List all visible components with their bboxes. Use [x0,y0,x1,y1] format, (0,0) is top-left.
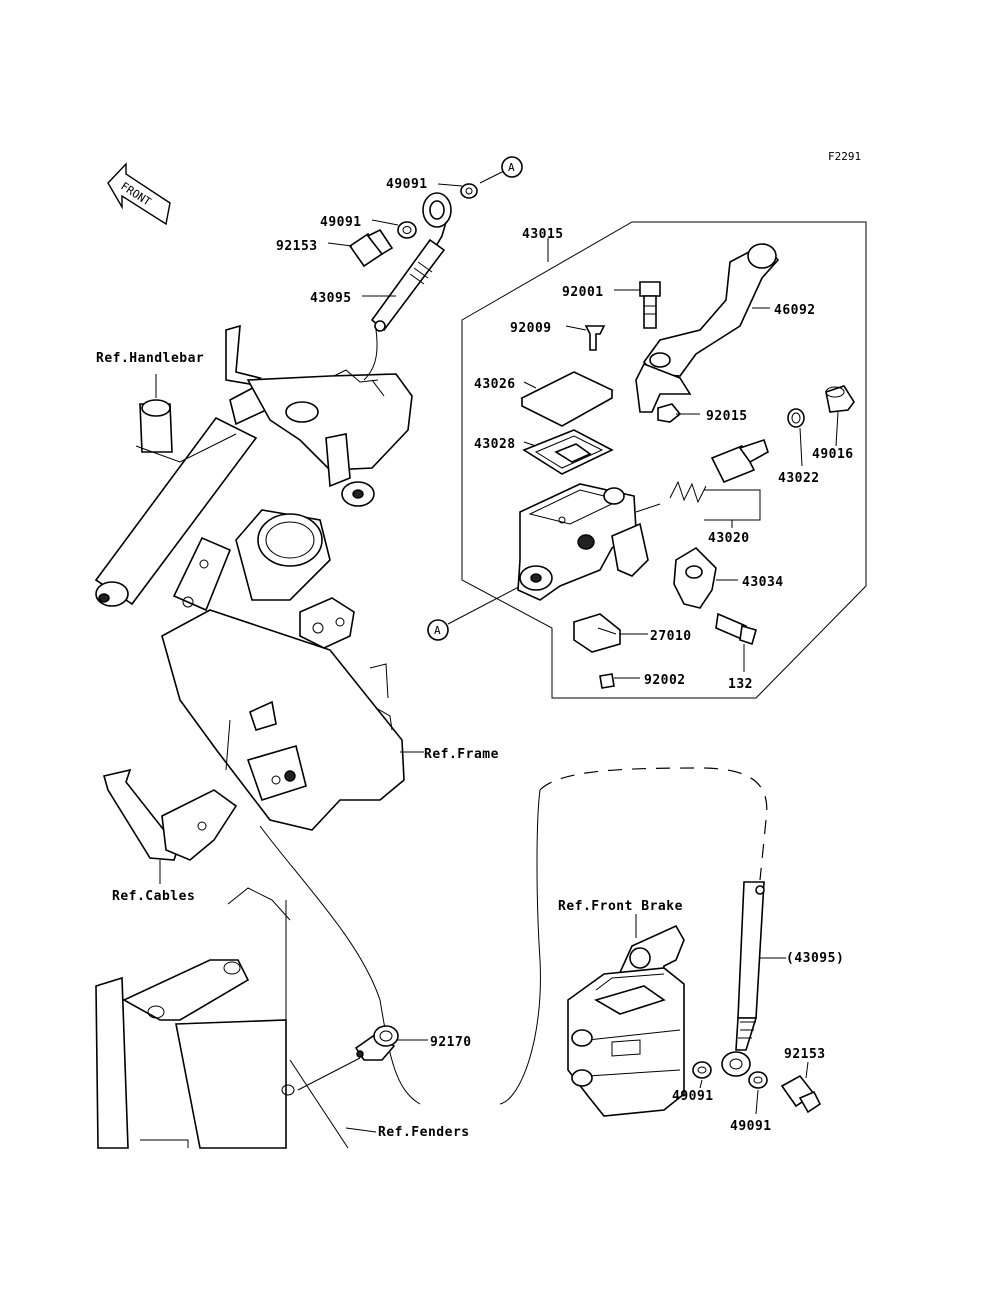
label-49091-b: 49091 [320,215,362,230]
label-43028: 43028 [474,437,516,452]
washer-49091-b [397,221,417,239]
label-92153-a: 92153 [276,239,318,254]
label-46092: 46092 [774,303,816,318]
leader-43022 [799,427,803,467]
leader-callout-a-top [479,170,505,184]
front-brake-caliper [567,924,685,1117]
label-49091-c: 49091 [672,1089,714,1104]
clamp-43034 [673,546,717,609]
washer-49091-a [460,183,478,199]
piston-43020 [710,438,769,484]
leader-49016 [835,411,839,447]
label-132: 132 [728,677,753,692]
bolt-92153-b [780,1074,822,1114]
label-43095: 43095 [310,291,352,306]
hose-routing-dashed [539,767,768,881]
label-92009: 92009 [510,321,552,336]
label-92153-b: 92153 [784,1047,826,1062]
handlebar-clamp [94,324,267,607]
assembly-43015-outline [461,221,867,699]
screw-92009 [584,325,606,351]
label-49091-d: 49091 [730,1119,772,1134]
master-cylinder-body [517,483,649,601]
leader-49091-a [437,183,463,187]
screw-92002 [599,673,615,689]
label-27010: 27010 [650,629,692,644]
circlip-43022 [787,408,805,428]
callout-a-left: A [427,619,449,641]
frame-steering-head [161,509,405,831]
washer-49091-d [748,1071,768,1089]
leader-92153-b [805,1061,809,1079]
leader-fenders [345,1127,377,1133]
spring-43020 [669,480,707,504]
label-49016: 49016 [812,447,854,462]
diaphragm-43028 [522,429,614,475]
lower-frame-fender [95,887,349,1149]
leader-43026 [523,381,537,389]
ref-fenders: Ref.Fenders [378,1125,470,1140]
label-43095-ref: (43095) [786,951,844,966]
leader-92009 [565,325,587,331]
label-43020: 43020 [708,531,750,546]
cable-guide [102,768,238,861]
label-92170: 92170 [430,1035,472,1050]
leader-43028 [523,441,537,447]
ref-cables: Ref.Cables [112,889,195,904]
label-49091-a: 49091 [386,177,428,192]
hose-clamp-92170 [354,1025,399,1061]
callout-a-top-label: A [508,161,515,174]
leader-49091-b [371,219,399,226]
figure-code: F2291 [828,150,861,163]
bracket-43020 [704,489,761,521]
callout-a-top: A [501,156,523,178]
front-arrow-icon: FRONT [107,162,171,226]
label-43026: 43026 [474,377,516,392]
switch-27010 [573,613,621,653]
callout-a-left-label: A [434,624,441,637]
hose-routing-left [499,789,541,1105]
label-43015: 43015 [522,227,564,242]
ref-front-brake: Ref.Front Brake [558,899,683,914]
bolt-132 [715,612,757,646]
hose-routing-frame [259,825,421,1105]
label-43034: 43034 [742,575,784,590]
leader-92170-to-frame [297,1057,361,1091]
brake-hose-upper [370,192,452,332]
nut-92015 [657,403,682,423]
brake-lever-46092 [635,242,780,413]
ref-handlebar: Ref.Handlebar [96,351,204,366]
bolt-92153-a [348,228,394,268]
label-92015: 92015 [706,409,748,424]
brake-hose-lower [721,881,765,1077]
label-43022: 43022 [778,471,820,486]
boot-49016 [825,385,855,413]
pivot-bolt-92001 [639,281,661,329]
cap-43026 [520,371,614,427]
hose-to-master [363,329,378,381]
leader-49091-d [755,1089,759,1115]
leader-92153-a [327,242,353,247]
washer-49091-c [692,1061,712,1079]
ref-frame: Ref.Frame [424,747,499,762]
label-92001: 92001 [562,285,604,300]
leader-spring-body [635,503,661,513]
upper-bracket [246,369,413,507]
label-92002: 92002 [644,673,686,688]
leader-49091-c [699,1079,703,1089]
